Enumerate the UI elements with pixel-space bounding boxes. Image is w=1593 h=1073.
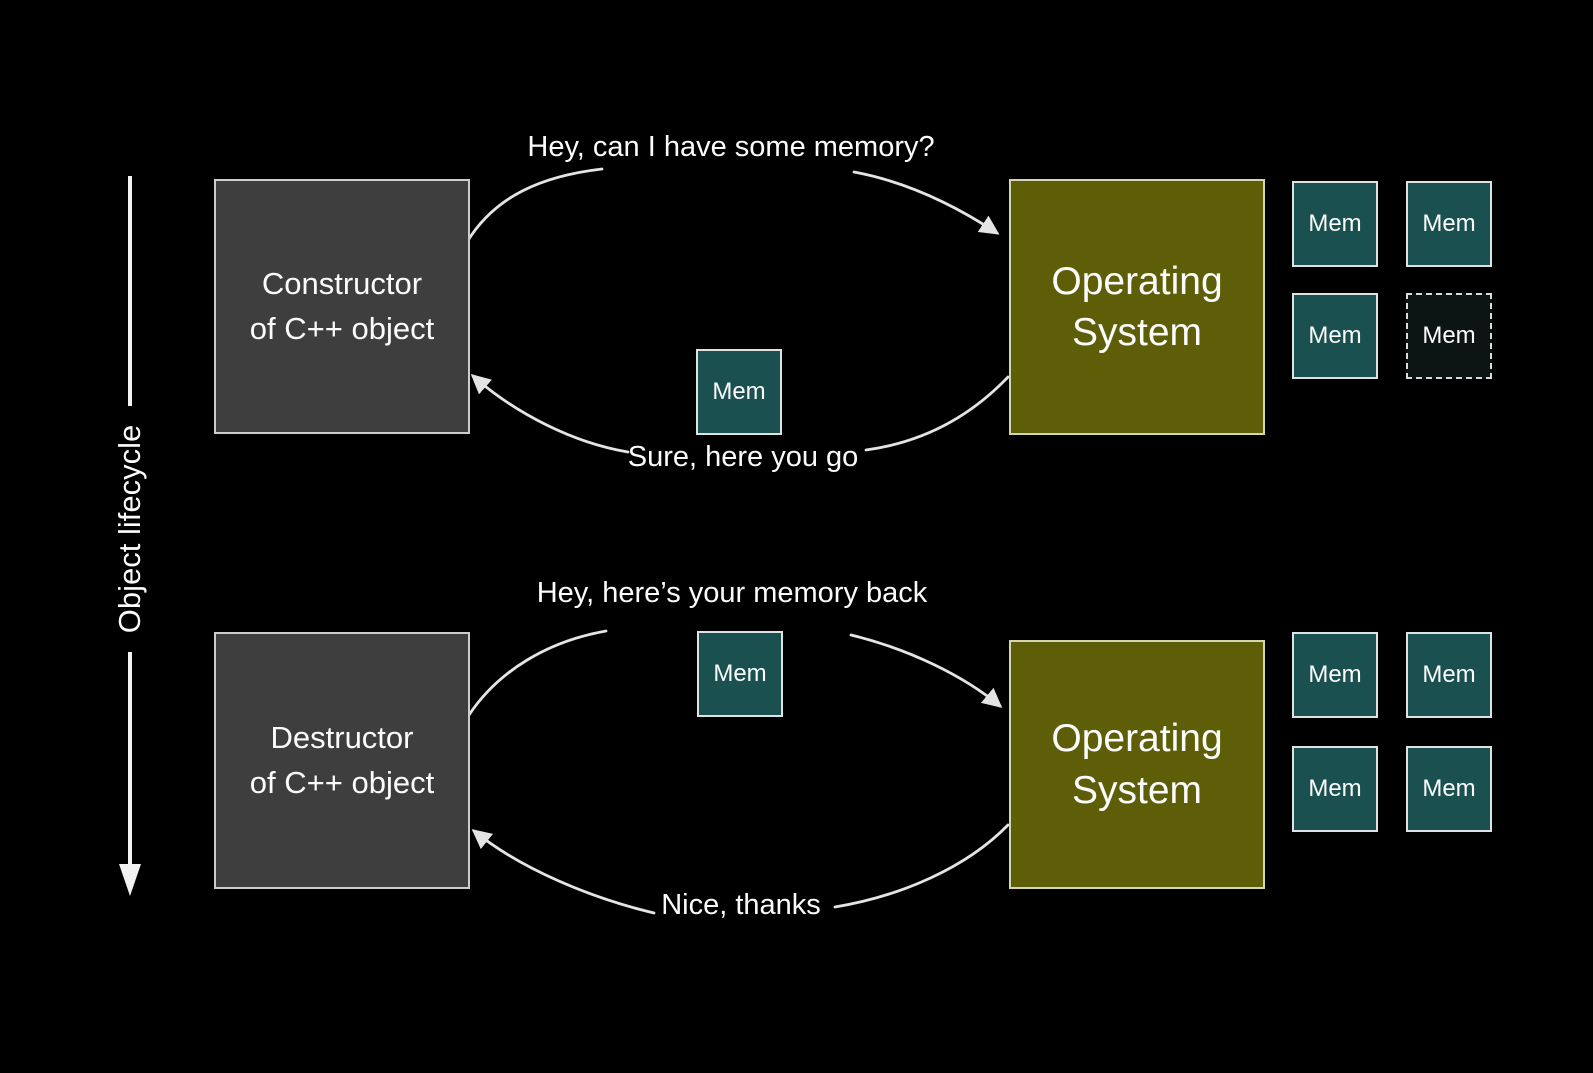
destructor-box: Destructor of C++ object	[214, 632, 470, 889]
os-mem-pool-top-2: Mem	[1406, 181, 1492, 267]
bottom-response-arrow-right-segment	[833, 823, 1010, 909]
lifecycle-axis-arrowhead-icon	[119, 864, 141, 896]
os-mem-pool-top-3: Mem	[1292, 293, 1378, 379]
os-mem-pool-bottom-3: Mem	[1292, 746, 1378, 832]
operating-system-box-bottom: Operating System	[1009, 640, 1265, 889]
top-request-text: Hey, can I have some memory?	[527, 131, 935, 163]
top-request-arrow-right-segment	[852, 170, 1000, 235]
os-bottom-label-line1: Operating	[1051, 717, 1223, 761]
top-response-arrow-right-segment	[864, 375, 1010, 452]
os-mem-pool-top-1: Mem	[1292, 181, 1378, 267]
top-response-text: Sure, here you go	[627, 441, 859, 473]
constructor-box-label-line2: of C++ object	[249, 310, 435, 346]
transferred-mem-box-top: Mem	[696, 349, 782, 435]
destructor-box-label-line1: Destructor	[270, 720, 414, 756]
lifecycle-axis-label: Object lifecycle	[112, 424, 147, 634]
os-top-label-line1: Operating	[1051, 259, 1223, 303]
os-mem-pool-bottom-2: Mem	[1406, 632, 1492, 718]
bottom-request-arrow-left-segment	[467, 629, 608, 717]
transferred-mem-box-bottom: Mem	[697, 631, 783, 717]
bottom-response-text: Nice, thanks	[661, 889, 821, 921]
top-request-arrow-left-segment	[465, 167, 604, 244]
os-bottom-label-line2: System	[1071, 768, 1203, 812]
constructor-box: Constructor of C++ object	[214, 179, 470, 434]
destructor-box-label-line2: of C++ object	[249, 764, 435, 800]
operating-system-box-top: Operating System	[1009, 179, 1265, 435]
bottom-request-arrow-right-segment	[849, 633, 1003, 708]
bottom-response-arrow-left-segment	[471, 829, 656, 915]
bottom-request-text: Hey, here’s your memory back	[536, 577, 928, 609]
os-top-label-line2: System	[1071, 311, 1203, 354]
constructor-box-label-line1: Constructor	[261, 266, 423, 302]
os-mem-pool-bottom-4: Mem	[1406, 746, 1492, 832]
os-mem-pool-bottom-1: Mem	[1292, 632, 1378, 718]
os-mem-pool-top-4-empty-slot: Mem	[1406, 293, 1492, 379]
top-response-arrow-left-segment	[470, 374, 630, 454]
